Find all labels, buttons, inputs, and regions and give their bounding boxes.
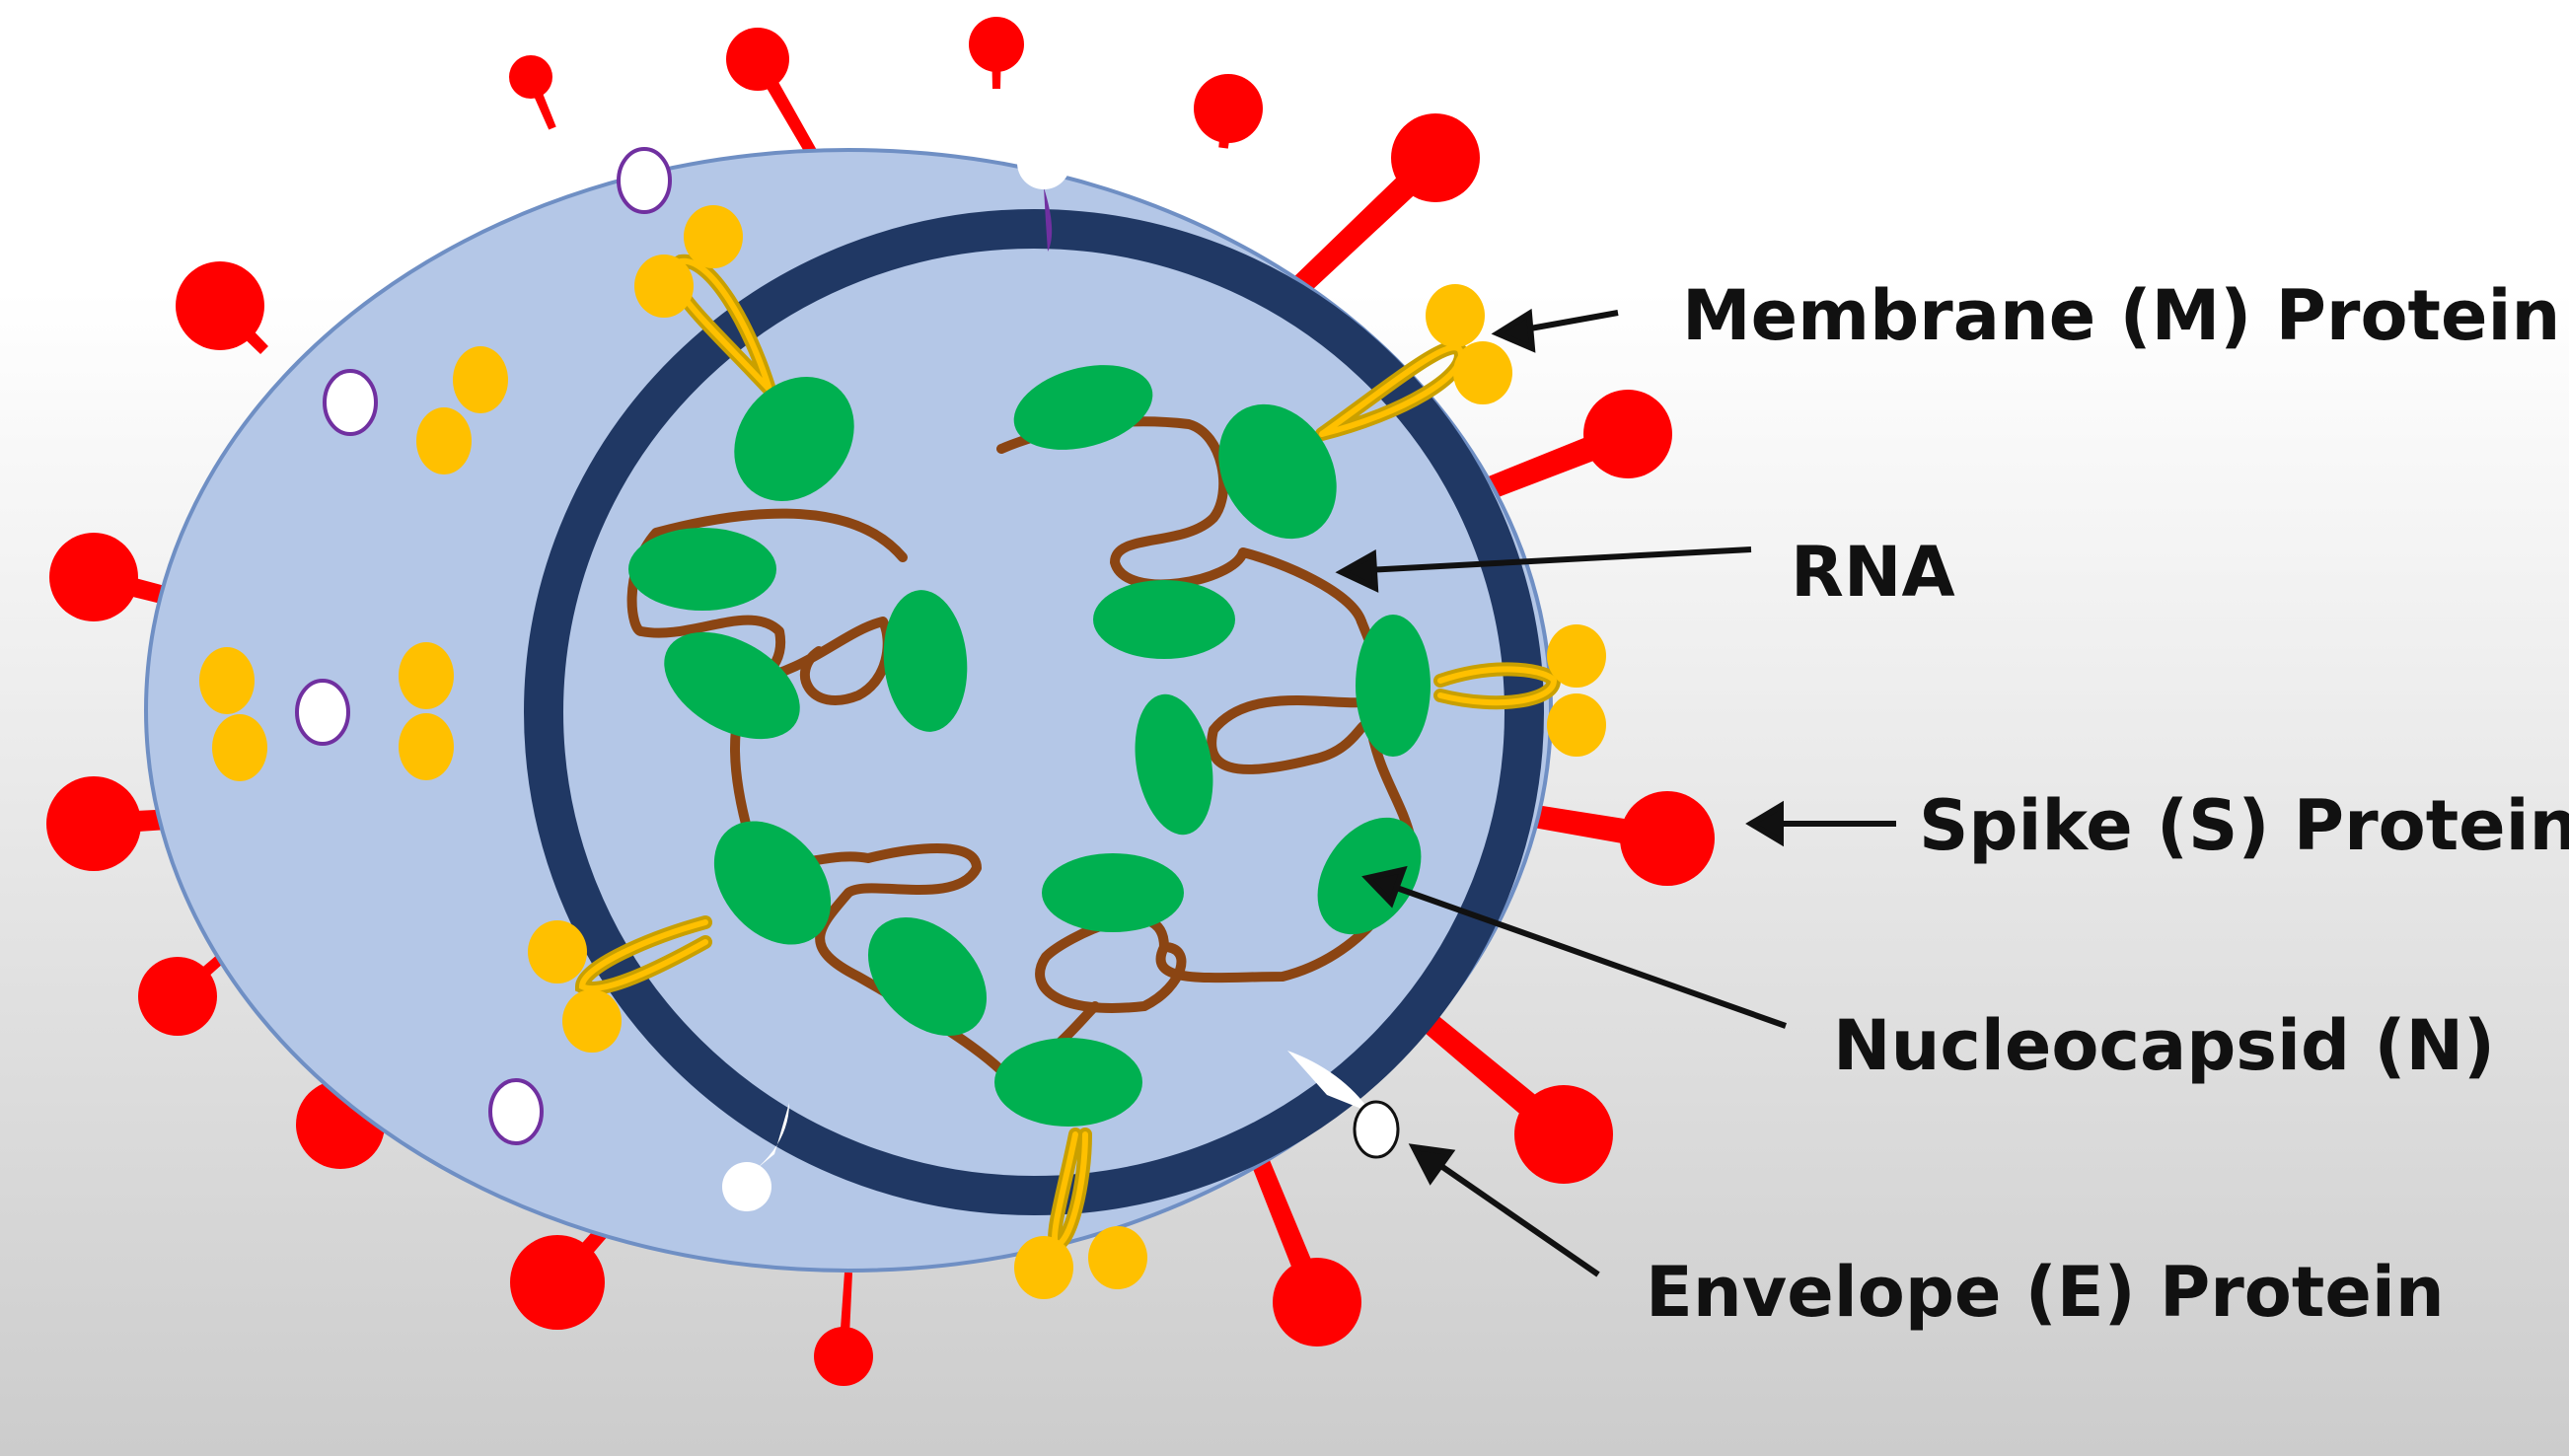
- arrow-rna: [1365, 546, 1752, 573]
- spike-protein: [1194, 74, 1263, 149]
- membrane-protein: [634, 205, 776, 397]
- envelope-protein: [1017, 136, 1070, 189]
- spike-protein: [509, 55, 556, 130]
- membrane-protein-clusters: [199, 346, 508, 781]
- membrane-protein: [1433, 624, 1606, 757]
- nucleocapsid-unit: [1218, 403, 1337, 540]
- nucleocapsid-unit: [1013, 365, 1153, 450]
- envelope-protein: [722, 1162, 771, 1211]
- arrow-envelope: [1433, 1159, 1600, 1277]
- nucleocapsid-unit: [664, 631, 800, 740]
- envelope-protein: [1287, 1051, 1371, 1113]
- arrow-nucleocapsid-head: [1361, 865, 1408, 909]
- spike-protein: [814, 1272, 873, 1386]
- label-membrane-protein: Membrane (M) Protein: [1682, 275, 2561, 356]
- nucleocapsid-unit: [1135, 693, 1213, 836]
- spike-protein: [176, 261, 268, 354]
- envelope-protein: [1044, 187, 1053, 252]
- arrow-nucleocapsid: [1389, 883, 1788, 1029]
- arrow-rna-head: [1335, 549, 1379, 593]
- nucleocapsid-unit: [628, 528, 776, 611]
- label-nucleocapsid: Nucleocapsid (N): [1833, 1005, 2496, 1086]
- nucleocapsid-unit: [994, 1038, 1142, 1127]
- label-spike-protein: Spike (S) Protein: [1919, 785, 2569, 866]
- label-envelope-protein: Envelope (E) Protein: [1646, 1252, 2445, 1333]
- arrow-spike-head: [1745, 800, 1784, 847]
- arrow-envelope-head: [1408, 1143, 1456, 1186]
- vesicles: [295, 147, 672, 1145]
- membrane-protein: [528, 915, 712, 1053]
- nucleocapsid-unit: [1356, 615, 1431, 757]
- vesicle: [323, 369, 378, 436]
- arrow-membrane-head: [1491, 308, 1536, 353]
- arrow-membrane: [1518, 310, 1619, 333]
- nucleocapsid-unit: [1093, 580, 1235, 659]
- envelope-protein: [1353, 1100, 1400, 1159]
- vesicle: [617, 147, 672, 214]
- pointer-arrows: [1335, 308, 1896, 1277]
- envelope-proteins: [722, 136, 1400, 1211]
- label-rna: RNA: [1791, 532, 1955, 613]
- nucleocapsid-unit: [1042, 853, 1184, 932]
- spike-protein: [969, 17, 1024, 89]
- nucleocapsid-unit: [734, 377, 854, 501]
- nucleocapsid-unit: [713, 821, 832, 945]
- membrane-protein: [1315, 284, 1512, 441]
- membrane-proteins: [528, 205, 1606, 1299]
- nucleocapsid-unit: [883, 590, 968, 732]
- nucleocapsid-unit: [867, 916, 988, 1037]
- vesicle: [295, 679, 350, 746]
- vesicle: [488, 1078, 544, 1145]
- membrane-protein: [1014, 1128, 1147, 1299]
